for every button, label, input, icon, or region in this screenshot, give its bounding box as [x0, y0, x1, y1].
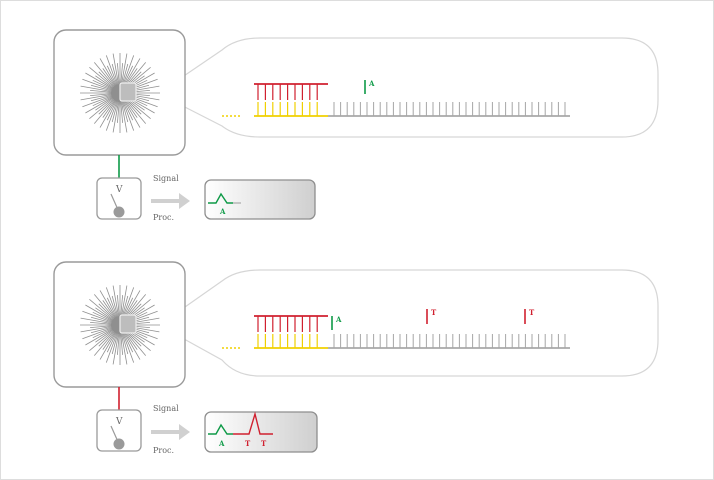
signal-display-icon — [204, 179, 316, 220]
dna-strand — [222, 315, 570, 349]
strand-marker-t-label: T — [431, 308, 437, 317]
signal-display-icon — [204, 411, 318, 453]
process-arrow-icon — [151, 193, 190, 209]
zoom-callout-balloon — [174, 269, 659, 377]
process-arrow-icon — [151, 424, 190, 440]
signal-label: Signal — [153, 404, 179, 413]
trace-a-label: A — [218, 439, 225, 448]
panel-1: A V Signal Proc. A — [53, 29, 659, 222]
strand-marker-t-label: T — [529, 308, 535, 317]
strand-marker-a-label: A — [368, 79, 375, 88]
strand-marker-a-label: A — [335, 315, 342, 324]
trace-t — [233, 411, 273, 435]
meter-letter: V — [115, 417, 123, 427]
proc-label: Proc. — [153, 213, 174, 222]
signal-label: Signal — [153, 174, 179, 183]
proc-label: Proc. — [153, 446, 174, 455]
panel-2: A T T V Signal Proc. A T T — [53, 261, 659, 455]
meter-knob — [113, 206, 125, 218]
trace-t-label: T — [261, 439, 267, 448]
voltmeter-icon — [96, 409, 142, 452]
meter-knob — [113, 438, 125, 450]
trace-a — [208, 423, 233, 435]
trace-t-label: T — [245, 439, 251, 448]
trace-a-label: A — [219, 207, 226, 216]
meter-letter: V — [115, 185, 123, 195]
voltmeter-icon — [96, 177, 142, 220]
dna-strand — [222, 83, 570, 117]
pore-window — [119, 314, 137, 334]
pore-window — [119, 82, 137, 102]
trace-a — [208, 192, 233, 204]
pore-burst — [80, 285, 160, 365]
zoom-callout-balloon — [174, 37, 659, 138]
